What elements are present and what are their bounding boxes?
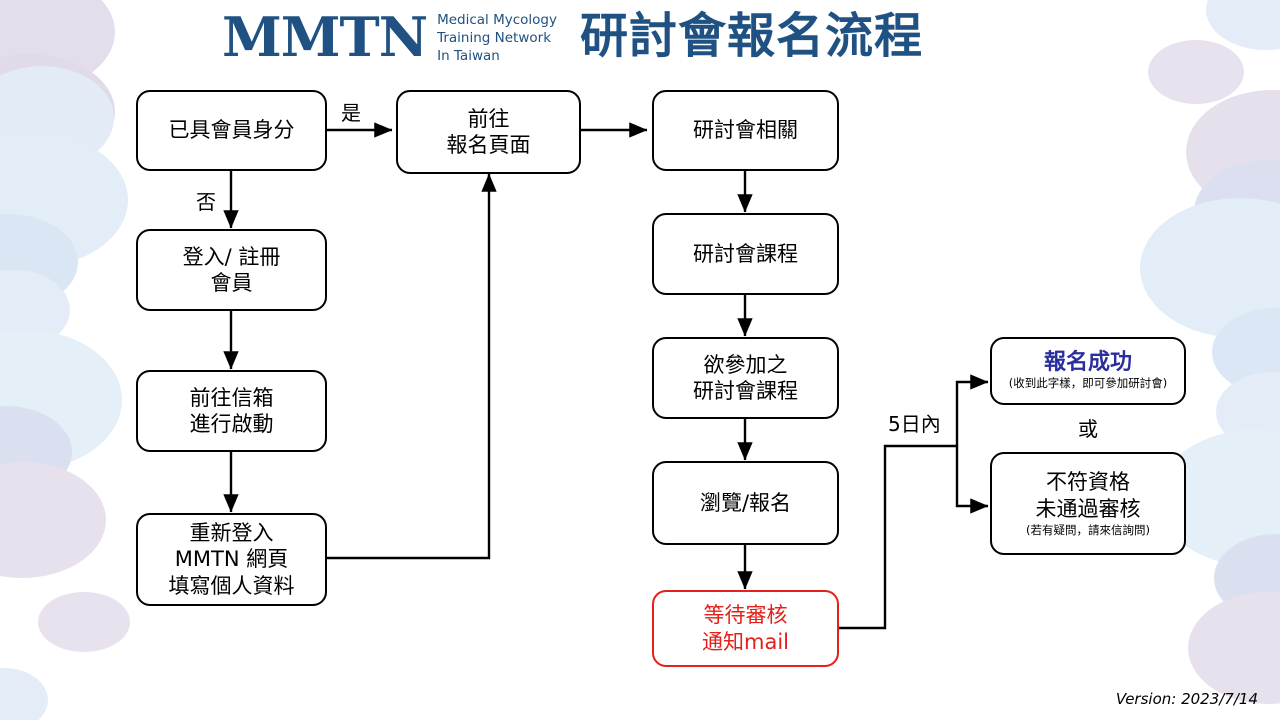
node-waiting-review-line-1: 等待審核 [703,603,788,628]
logo-subtitle: Medical Mycology Training Network In Tai… [437,8,557,65]
edge-label-within-five-days: 5日內 [888,412,941,436]
node-relogin-profile-line-2: MMTN 網頁 [174,547,289,572]
node-login-signup-line-1: 登入/ 註冊 [182,244,281,269]
node-go-register-page-line-2: 報名頁面 [446,133,531,157]
node-rejected-note: (若有疑問，請來信詢問) [1026,523,1150,538]
node-success-headline: 報名成功 [1043,350,1132,376]
node-seminar-related[interactable]: 研討會相關 [652,90,839,171]
node-registration-rejected[interactable]: 不符資格 未通過審核 (若有疑問，請來信詢問) [990,452,1186,555]
edge-relogin-to-register [327,173,497,560]
node-login-signup[interactable]: 登入/ 註冊 會員 [136,229,327,311]
edge-waiting-to-rejected [955,446,989,514]
logo-subtitle-line-1: Medical Mycology [437,12,557,28]
mmtn-logo: MMTN Medical Mycology Training Network I… [222,8,557,65]
edge-label-or: 或 [1078,417,1098,441]
logo-wordmark: MMTN [222,4,428,69]
node-go-register-page-line-1: 前往 [467,106,510,131]
node-waiting-review[interactable]: 等待審核 通知mail [652,590,839,667]
node-seminar-course[interactable]: 研討會課程 [652,213,839,295]
page-title: 研討會報名流程 [580,8,924,64]
node-registration-success[interactable]: 報名成功 (收到此字樣，即可參加研討會) [990,337,1186,405]
node-rejected-line-1: 不符資格 [1046,470,1130,495]
node-seminar-related-line-1: 研討會相關 [693,118,798,143]
node-activate-mail-line-1: 前往信箱 [189,385,274,410]
node-waiting-review-line-2: 通知mail [702,629,789,654]
node-go-register-page[interactable]: 前往 報名頁面 [396,90,581,174]
node-member-check[interactable]: 已具會員身分 [136,90,327,171]
node-rejected-line-2: 未通過審核 [1035,496,1141,521]
node-desired-course-line-2: 研討會課程 [693,379,798,403]
node-desired-course[interactable]: 欲參加之 研討會課程 [652,337,839,419]
logo-subtitle-line-3: In Taiwan [437,47,500,64]
node-browse-signup[interactable]: 瀏覽/報名 [652,461,839,545]
node-login-signup-line-2: 會員 [210,271,253,295]
edge-label-no: 否 [196,190,216,214]
node-activate-mail[interactable]: 前往信箱 進行啟動 [136,370,327,452]
node-browse-signup-line-1: 瀏覽/報名 [699,490,792,515]
node-relogin-profile[interactable]: 重新登入 MMTN 網頁 填寫個人資料 [136,513,327,606]
edge-label-yes: 是 [341,101,361,125]
version-stamp: Version: 2023/7/14 [1115,690,1258,708]
node-success-note: (收到此字樣，即可參加研討會) [1008,376,1168,391]
logo-subtitle-line-2: Training Network [437,29,552,46]
node-member-check-line-1: 已具會員身分 [168,118,295,143]
node-desired-course-line-1: 欲參加之 [703,352,788,377]
node-relogin-profile-line-1: 重新登入 [189,520,274,545]
node-seminar-course-line-1: 研討會課程 [693,241,798,266]
node-relogin-profile-line-3: 填寫個人資料 [168,573,295,598]
node-activate-mail-line-2: 進行啟動 [189,412,274,436]
